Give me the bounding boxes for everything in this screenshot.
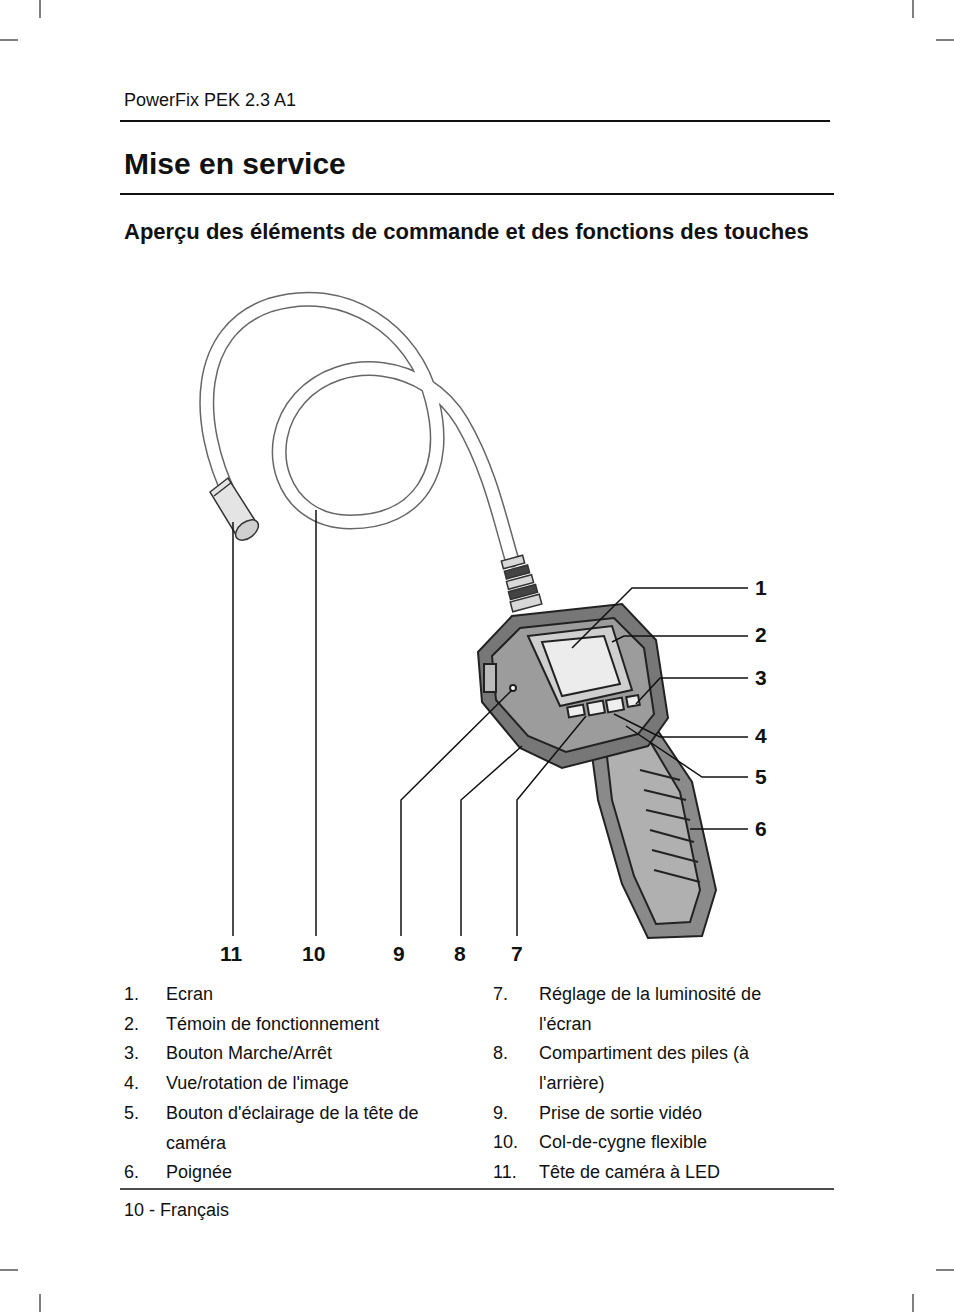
list-number: 9. xyxy=(493,1098,537,1128)
leader-lines xyxy=(612,636,748,642)
camera-head xyxy=(210,478,262,544)
rules xyxy=(120,193,834,195)
crop-marks xyxy=(0,39,18,41)
list-number: 2. xyxy=(124,1009,160,1039)
device-housing xyxy=(567,705,584,718)
list-text: Ecran xyxy=(166,979,466,1009)
crop-marks xyxy=(39,0,41,18)
list-number: 3. xyxy=(124,1038,160,1068)
device-housing xyxy=(606,698,624,713)
list-text: Col-de-cygne flexible xyxy=(539,1127,811,1157)
gooseneck-cable xyxy=(207,299,512,560)
leader-lines xyxy=(233,510,748,936)
rules xyxy=(120,120,830,122)
camera-head xyxy=(232,516,262,545)
device-housing xyxy=(650,830,694,842)
crop-marks xyxy=(936,1269,954,1271)
crop-marks xyxy=(936,39,954,41)
list-text: Bouton d'éclairage de la tête de caméra xyxy=(166,1098,466,1158)
device-housing xyxy=(626,695,640,707)
device-housing xyxy=(484,664,496,692)
device-housing xyxy=(542,636,620,696)
callout-number: 6 xyxy=(755,817,795,841)
callout-number: 9 xyxy=(393,942,433,966)
callout-number: 4 xyxy=(755,724,795,748)
list-number: 11. xyxy=(493,1157,537,1187)
crop-marks xyxy=(39,1294,41,1312)
leader-lines xyxy=(690,828,748,830)
page-title: Mise en service xyxy=(124,146,824,182)
list-text: Tête de caméra à LED xyxy=(539,1157,811,1187)
device-housing xyxy=(478,604,668,768)
camera-head xyxy=(214,482,232,496)
callout-number: 8 xyxy=(454,942,494,966)
list-text: Témoin de fonctionnement xyxy=(166,1009,466,1039)
gooseneck-cable xyxy=(207,299,512,560)
leader-lines xyxy=(461,746,522,936)
crop-marks xyxy=(912,1294,914,1312)
cable-connector xyxy=(501,555,541,611)
callout-number: 1 xyxy=(755,576,795,600)
callout-number: 11 xyxy=(220,942,260,966)
crop-marks xyxy=(0,1269,18,1271)
callout-number: 10 xyxy=(302,942,342,966)
list-text: Prise de sortie vidéo xyxy=(539,1098,811,1128)
leader-lines xyxy=(636,678,748,704)
section-heading: Aperçu des éléments de commande et des f… xyxy=(124,212,834,252)
device-housing xyxy=(644,790,686,800)
leader-lines xyxy=(517,716,586,936)
leader-lines xyxy=(315,510,317,936)
list-text: Poignée xyxy=(166,1157,466,1187)
page-footer: 10 - Français xyxy=(124,1198,524,1222)
callout-number: 7 xyxy=(511,942,551,966)
device-housing xyxy=(478,604,716,938)
list-number: 10. xyxy=(493,1127,537,1157)
list-number: 8. xyxy=(493,1038,537,1068)
rules xyxy=(120,121,834,1189)
list-number: 5. xyxy=(124,1098,160,1128)
device-housing xyxy=(646,810,690,820)
device-housing xyxy=(640,770,680,780)
list-text: Bouton Marche/Arrêt xyxy=(166,1038,466,1068)
leader-lines xyxy=(572,588,748,648)
device-housing xyxy=(654,870,700,882)
list-text: Compartiment des piles (à l'arrière) xyxy=(539,1038,811,1098)
leader-lines xyxy=(626,726,748,777)
leader-lines xyxy=(232,522,234,936)
list-number: 7. xyxy=(493,979,537,1009)
list-number: 6. xyxy=(124,1157,160,1187)
device-housing xyxy=(528,626,632,706)
list-number: 4. xyxy=(124,1068,160,1098)
callout-number: 2 xyxy=(755,623,795,647)
device-housing xyxy=(652,850,698,862)
crop-marks xyxy=(912,0,914,18)
list-text: Vue/rotation de l'image xyxy=(166,1068,466,1098)
list-text: Réglage de la luminosité de l'écran xyxy=(539,979,811,1039)
leader-lines xyxy=(401,690,512,936)
callout-number: 3 xyxy=(755,666,795,690)
leader-lines xyxy=(614,714,748,737)
running-header: PowerFix PEK 2.3 A1 xyxy=(124,88,624,112)
device-housing xyxy=(587,701,605,716)
rules xyxy=(120,1188,834,1190)
gooseneck-cable xyxy=(207,299,512,560)
list-number: 1. xyxy=(124,979,160,1009)
callout-number: 5 xyxy=(755,765,795,789)
cable-connector xyxy=(510,594,542,611)
